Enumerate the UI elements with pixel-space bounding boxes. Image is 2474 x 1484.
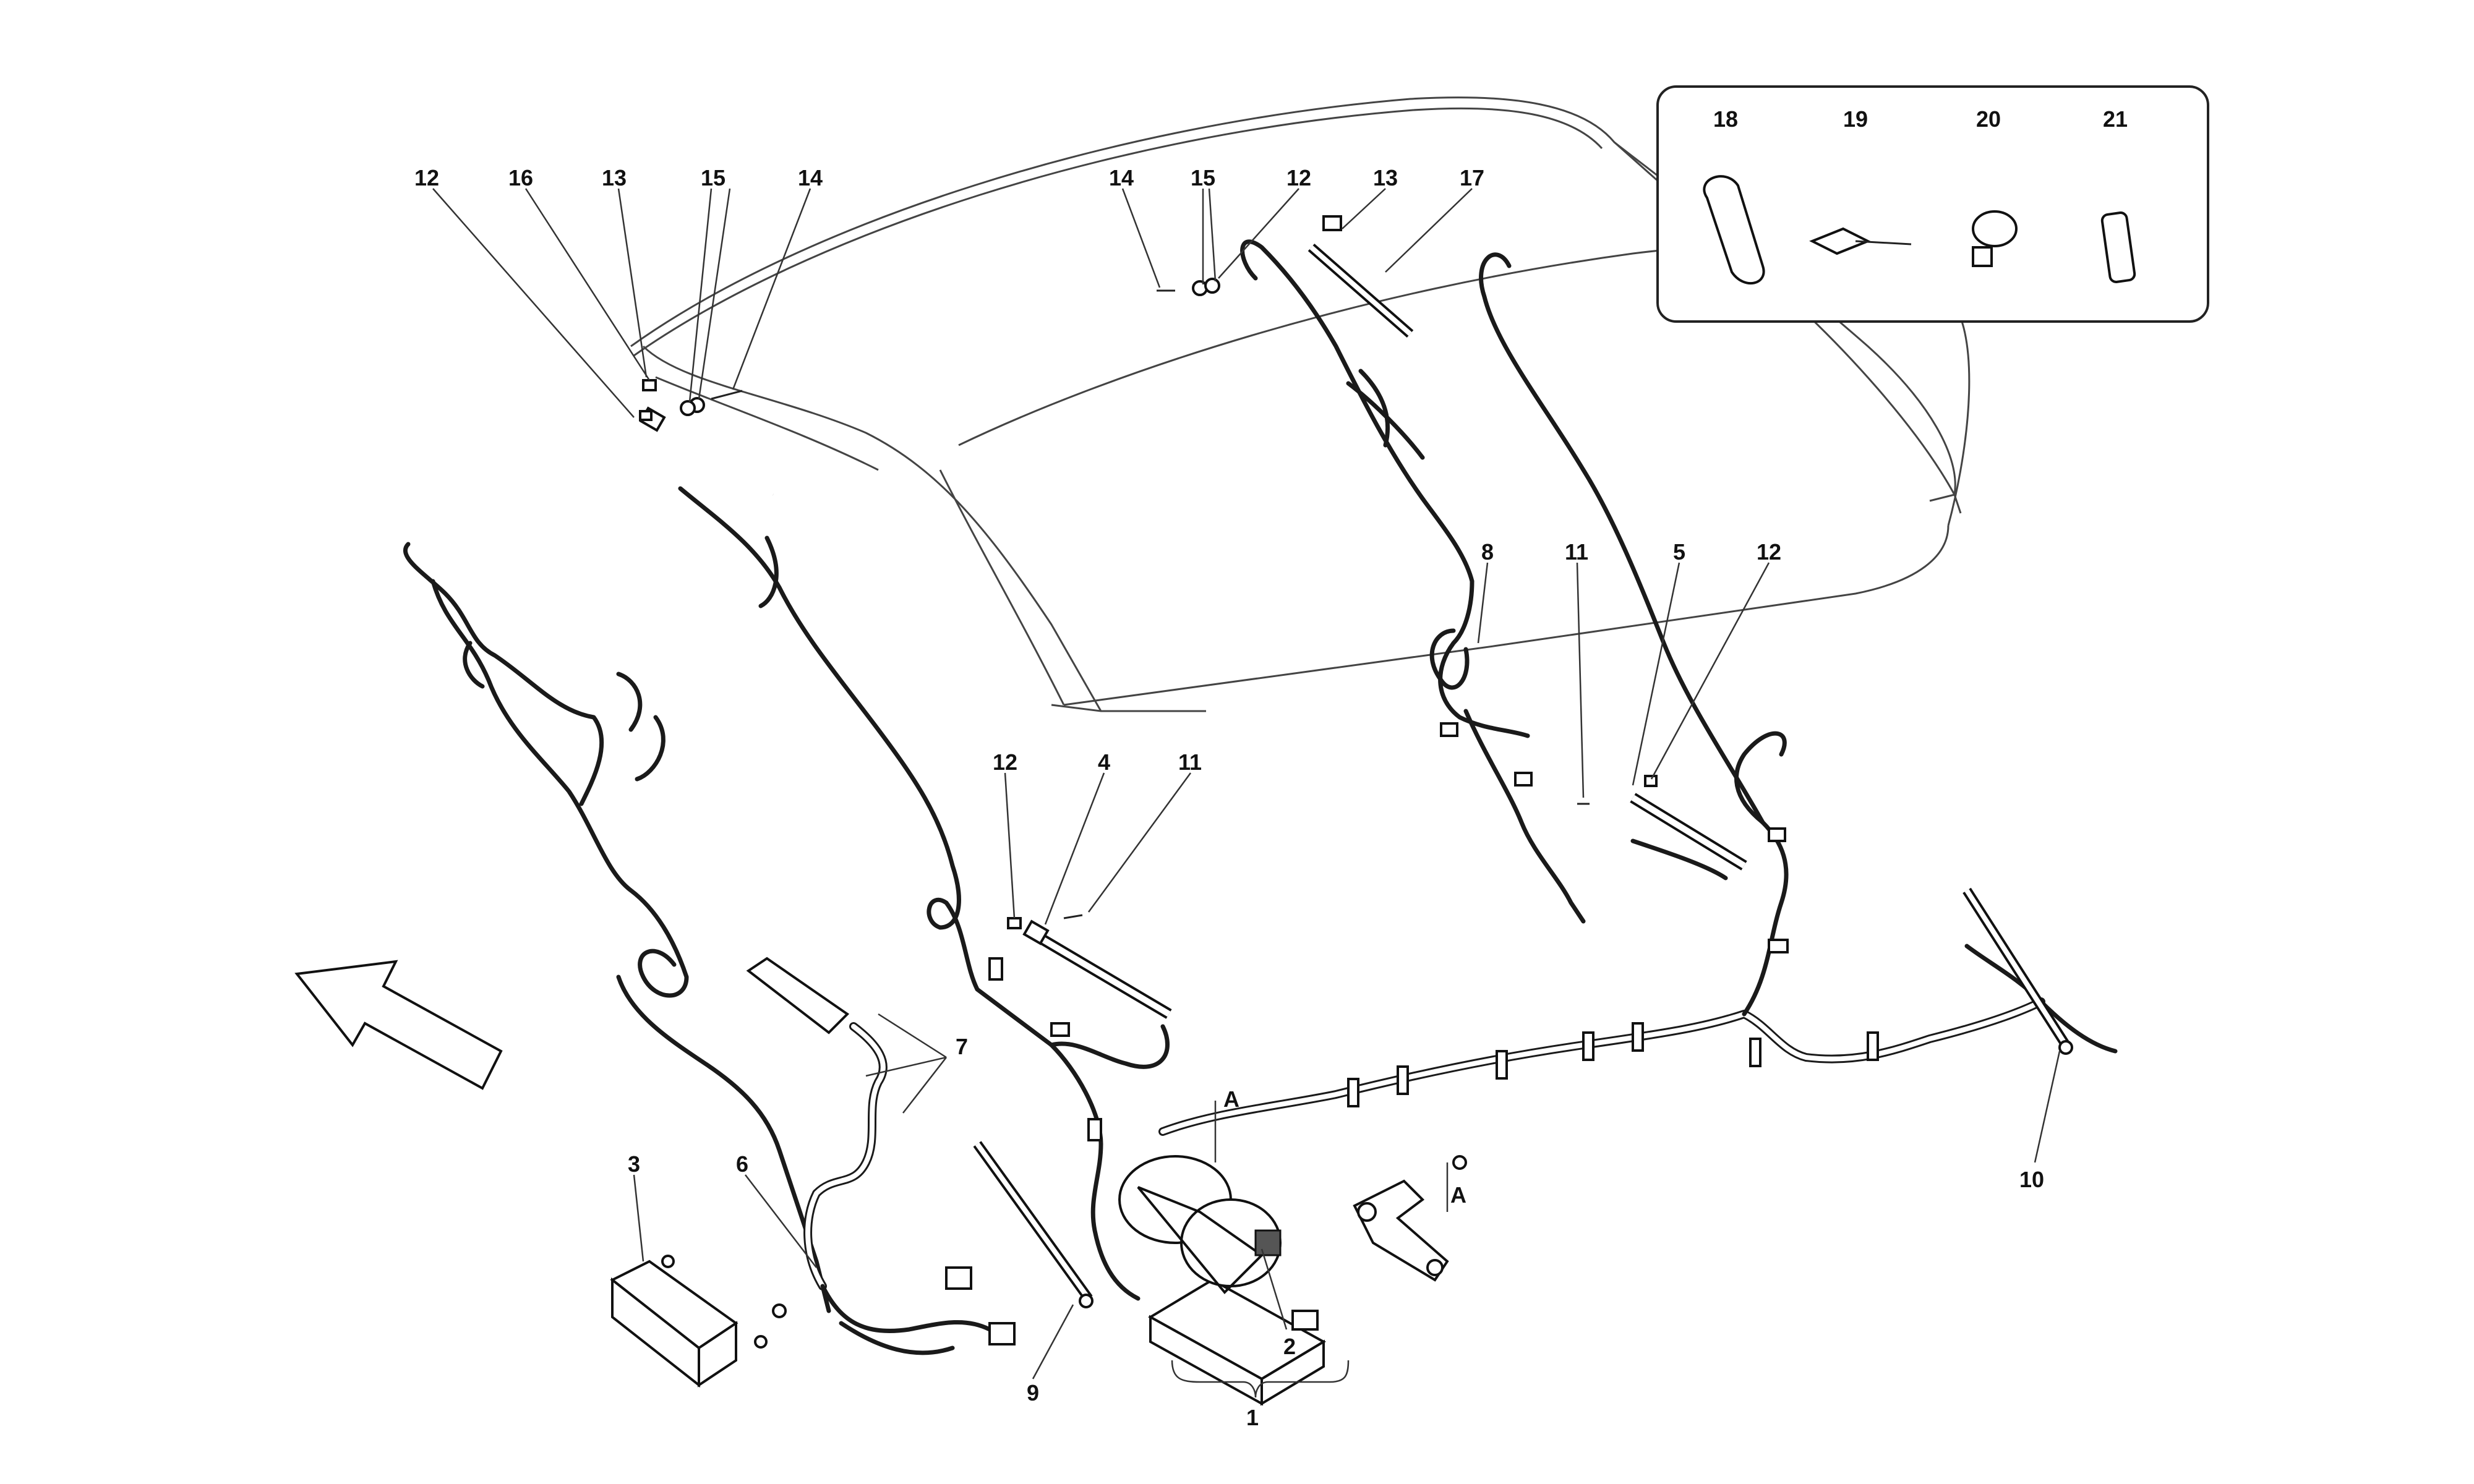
callout-ref-a: A — [1223, 1086, 1239, 1112]
callout-labels: 12 16 13 15 14 14 15 12 13 17 18 19 20 2… — [414, 106, 2128, 1430]
callout-13: 13 — [602, 165, 627, 190]
callout-ref-a: A — [1450, 1182, 1466, 1208]
callout-20: 20 — [1976, 106, 2001, 132]
callout-16: 16 — [508, 165, 533, 190]
gas-strut-right — [1630, 793, 1747, 871]
leader-lines — [432, 188, 2061, 1398]
callout-6: 6 — [736, 1151, 748, 1177]
cable-tie-icon — [1703, 175, 1765, 284]
callout-8: 8 — [1481, 539, 1494, 565]
callout-12: 12 — [1757, 539, 1781, 565]
grommet-icon — [1972, 210, 2018, 247]
gas-strut-center — [1022, 919, 1172, 1019]
callout-15: 15 — [1191, 165, 1215, 190]
hydraulic-pump-unit — [1118, 1155, 1326, 1406]
left-wiring-harness — [403, 542, 831, 1313]
rear-wiring-bundle — [1158, 239, 2118, 1136]
callout-4: 4 — [1098, 749, 1110, 775]
callout-1: 1 — [1246, 1405, 1259, 1430]
callout-19: 19 — [1843, 106, 1868, 132]
callout-15: 15 — [701, 165, 726, 190]
callout-5: 5 — [1673, 539, 1685, 565]
callout-7: 7 — [956, 1034, 968, 1059]
callout-11: 11 — [1565, 539, 1588, 565]
callout-17: 17 — [1460, 165, 1484, 190]
gas-strut-10 — [1963, 887, 2073, 1055]
callout-21: 21 — [2103, 106, 2128, 132]
callout-10: 10 — [2019, 1167, 2044, 1192]
callout-12: 12 — [1286, 165, 1311, 190]
gas-strut-17 — [1308, 243, 1414, 338]
mounting-bracket — [1353, 1155, 1467, 1282]
callout-12: 12 — [414, 165, 439, 190]
callout-14: 14 — [1109, 165, 1134, 190]
callout-2: 2 — [1283, 1334, 1296, 1359]
callout-12: 12 — [993, 749, 1017, 775]
fasteners — [639, 215, 1658, 929]
gas-strut-left-top — [639, 406, 775, 497]
sleeve-icon — [2100, 211, 2136, 283]
callout-3: 3 — [628, 1151, 640, 1177]
gas-strut-9 — [973, 1141, 1094, 1308]
callout-9: 9 — [1027, 1380, 1039, 1405]
harness-clips — [988, 722, 1879, 1141]
callout-18: 18 — [1713, 106, 1738, 132]
main-wiring-harness — [678, 486, 1170, 1301]
callout-14: 14 — [798, 165, 823, 190]
callout-13: 13 — [1373, 165, 1398, 190]
forward-direction-arrow — [294, 960, 503, 1090]
callout-11: 11 — [1178, 749, 1202, 775]
control-unit — [610, 1255, 768, 1388]
inset-small-parts-box — [1656, 85, 2209, 323]
connector-harness — [746, 957, 1016, 1355]
